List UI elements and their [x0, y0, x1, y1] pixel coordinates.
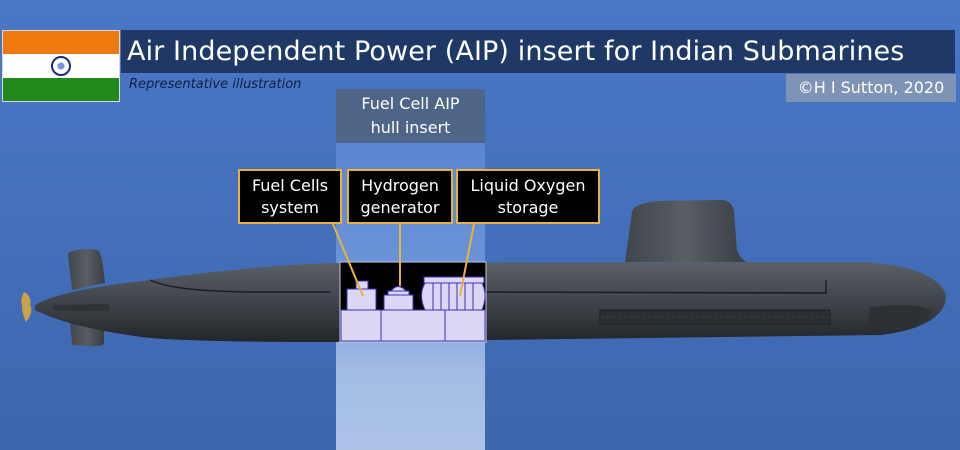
credit-badge: ©H I Sutton, 2020: [786, 74, 956, 102]
propeller-icon: [21, 292, 32, 322]
callout-hydrogen-generator: Hydrogen generator: [347, 169, 453, 224]
page-title: Air Independent Power (AIP) insert for I…: [121, 30, 955, 73]
bow-sonar: [868, 305, 932, 330]
callout-line2: system: [261, 198, 319, 217]
callout-line1: Hydrogen: [361, 176, 439, 195]
subtitle: Representative illustration: [129, 77, 302, 92]
india-flag-icon: [2, 30, 120, 102]
flag-saffron-band: [3, 31, 119, 55]
callout-leader-lines: [332, 223, 475, 297]
insert-label: Fuel Cell AIP hull insert: [336, 89, 485, 143]
ashoka-chakra-icon: [51, 55, 71, 76]
stern-plane: [52, 304, 110, 311]
aip-modules: [340, 276, 486, 342]
flag-white-band: [3, 54, 119, 78]
hydrogen-generator-module: [383, 294, 414, 311]
lox-tank-module: [421, 282, 486, 311]
callout-liquid-oxygen: Liquid Oxygen storage: [456, 169, 600, 224]
callout-fuel-cells: Fuel Cells system: [238, 169, 342, 224]
callout-line2: generator: [360, 198, 440, 217]
sail-fin: [625, 200, 746, 262]
callout-line2: storage: [497, 198, 559, 217]
insert-label-line1: Fuel Cell AIP: [361, 94, 460, 113]
callout-line1: Liquid Oxygen: [470, 176, 586, 195]
flag-green-band: [3, 77, 119, 101]
upper-rudder: [68, 249, 105, 290]
hull: [35, 262, 946, 342]
callout-line1: Fuel Cells: [251, 176, 329, 195]
insert-label-line2: hull insert: [370, 118, 451, 137]
